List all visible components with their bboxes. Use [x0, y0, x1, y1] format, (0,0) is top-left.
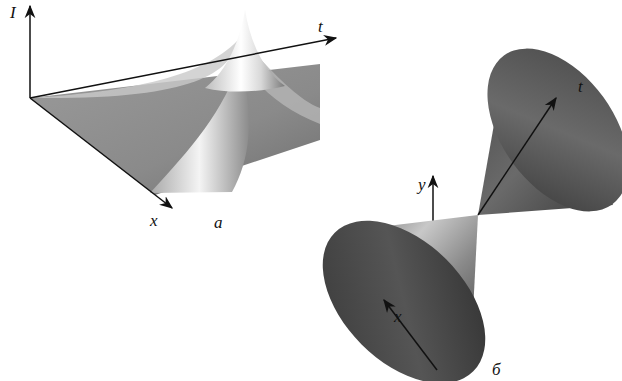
axis-label: x — [394, 308, 402, 325]
axis-label: I — [10, 4, 16, 21]
panel-label: а — [214, 214, 223, 231]
axis-line — [29, 6, 31, 98]
axis-label: t — [578, 78, 583, 95]
panel-label: б — [492, 361, 501, 378]
axis-line — [30, 98, 172, 208]
axis-label: x — [150, 212, 158, 229]
cone-base — [292, 190, 515, 381]
axis-line — [432, 176, 434, 226]
axes-a — [30, 6, 336, 208]
axis-label: y — [418, 176, 426, 193]
surface-plot — [30, 10, 320, 195]
cone-base — [459, 23, 622, 238]
axis-line — [384, 300, 437, 370]
axis-line — [478, 98, 556, 215]
surface-ridge — [30, 40, 238, 98]
axis-line — [30, 38, 336, 98]
axis-label: t — [318, 18, 323, 35]
double-cone — [292, 23, 622, 381]
